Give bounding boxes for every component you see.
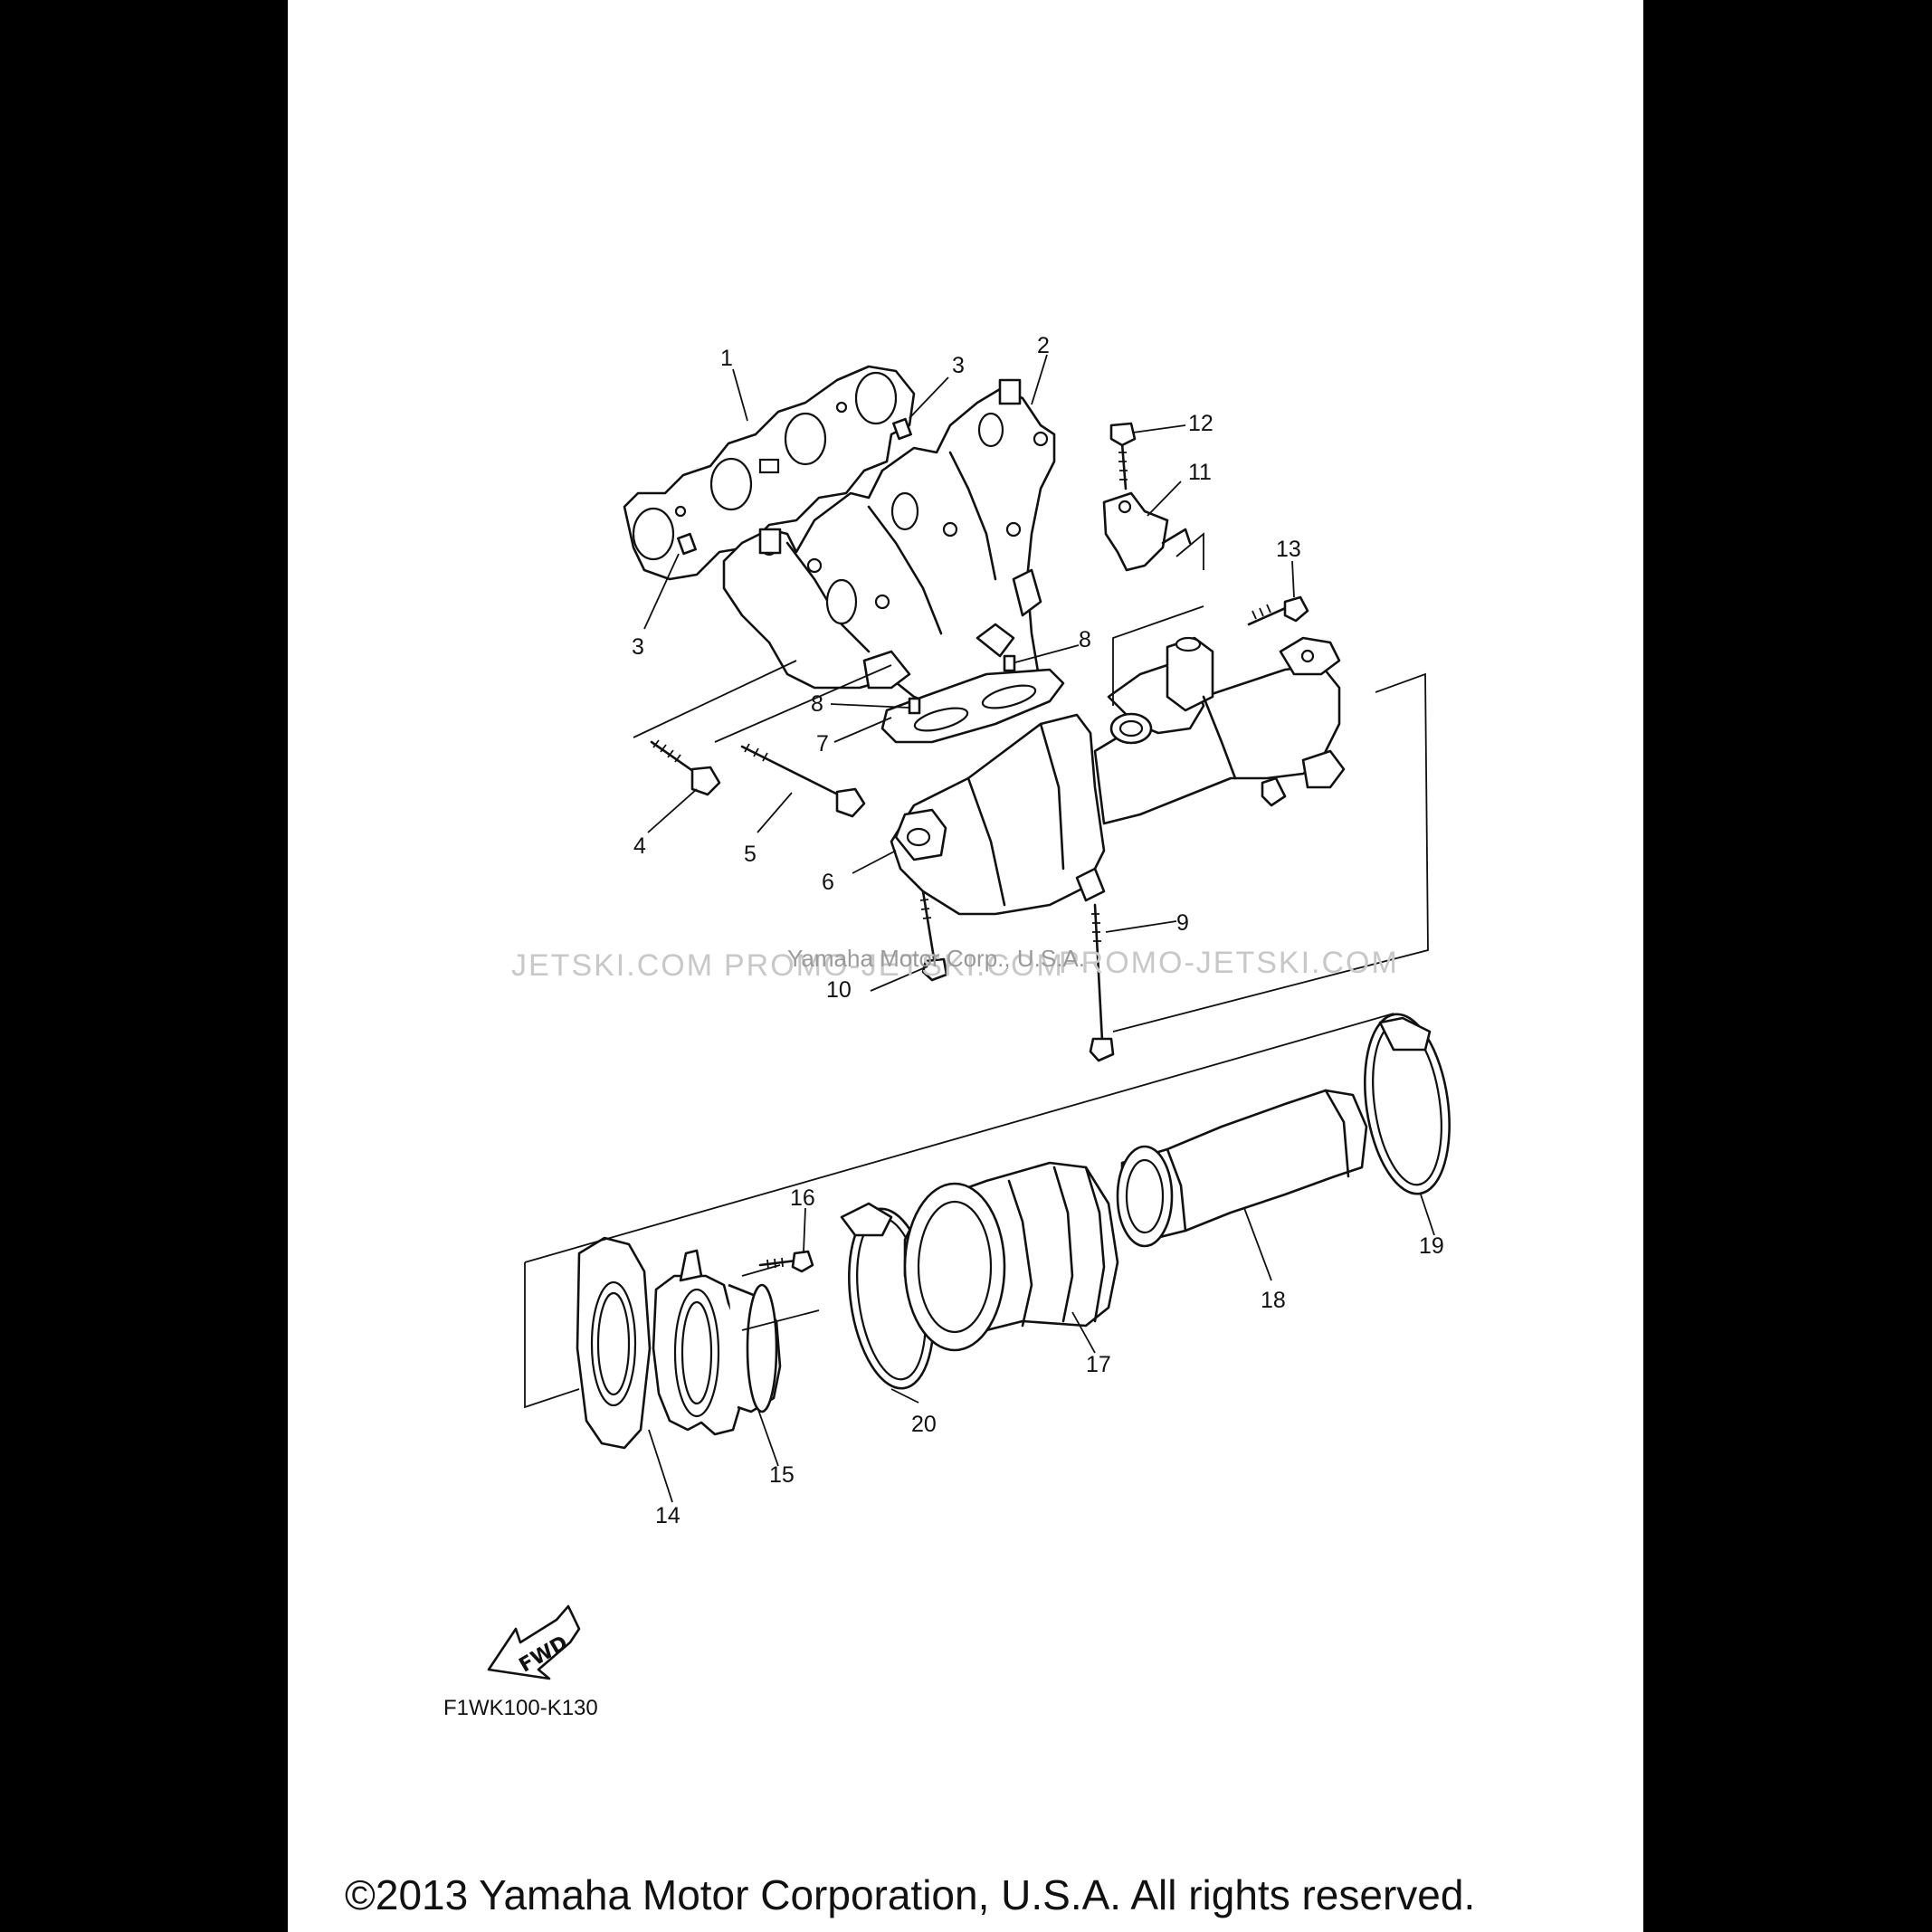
callout-4: 4 (633, 833, 646, 859)
diagram-sheet (288, 0, 1643, 1932)
callout-3-upper: 3 (952, 353, 965, 378)
callout-5: 5 (744, 842, 757, 867)
watermark-left: JETSKI.COM (511, 948, 714, 983)
callout-11: 11 (1188, 460, 1212, 485)
callout-9: 9 (1176, 910, 1189, 936)
callout-17: 17 (1086, 1352, 1111, 1377)
fwd-arrow-icon: FWD (487, 1604, 581, 1680)
callout-3-lower: 3 (632, 634, 644, 660)
callout-20: 20 (911, 1412, 937, 1437)
callout-16: 16 (790, 1185, 815, 1211)
bolts (650, 422, 1309, 1273)
callout-7: 7 (816, 731, 829, 757)
part-17-rubber-joint (903, 1161, 1119, 1352)
callout-labels: 1 2 3 3 4 5 6 7 8 8 9 10 11 12 13 14 15 … (632, 333, 1444, 1528)
part-15-flange-pipe (652, 1249, 782, 1436)
copyright-footer: ©2013 Yamaha Motor Corporation, U.S.A. A… (345, 1871, 1475, 1918)
watermark-right: PROMO-JETSKI.COM (1059, 946, 1399, 980)
part-11-bracket (1102, 491, 1192, 572)
pipe-assembly-upper (1093, 636, 1346, 825)
watermark-overlay: Yamaha Motor Corp., U.S.A. (787, 945, 1085, 972)
part-7-gasket (880, 668, 1065, 744)
callout-15: 15 (769, 1462, 795, 1488)
callout-1: 1 (720, 346, 733, 371)
callout-8-upper: 8 (1079, 627, 1091, 652)
watermark-center: PROMO-JETSKI.COM (724, 948, 1064, 983)
part-14-gasket (576, 1236, 652, 1450)
part-8-pins (908, 654, 1016, 715)
callout-19: 19 (1419, 1233, 1444, 1259)
callout-13: 13 (1276, 537, 1301, 562)
callout-18: 18 (1261, 1288, 1286, 1313)
callout-6: 6 (822, 870, 834, 895)
watermarks: JETSKI.COM PROMO-JETSKI.COM PROMO-JETSKI… (511, 945, 1399, 983)
callout-2: 2 (1037, 333, 1050, 358)
part-6-exhaust-pipe (890, 713, 1106, 916)
callout-14: 14 (655, 1503, 680, 1528)
callout-12: 12 (1188, 411, 1213, 436)
callout-8-lower: 8 (811, 691, 823, 717)
part-18-pipe (1116, 1089, 1368, 1248)
diagram-code: F1WK100-K130 (443, 1696, 598, 1720)
part-19-hose-clamp (1364, 1013, 1451, 1195)
assembly-outline-lines (524, 532, 1429, 1409)
leader-lines (643, 354, 1435, 1503)
part-3-dowel-pins (677, 417, 912, 556)
callout-10: 10 (826, 977, 852, 1003)
part-2-exhaust-manifold (722, 378, 1056, 717)
